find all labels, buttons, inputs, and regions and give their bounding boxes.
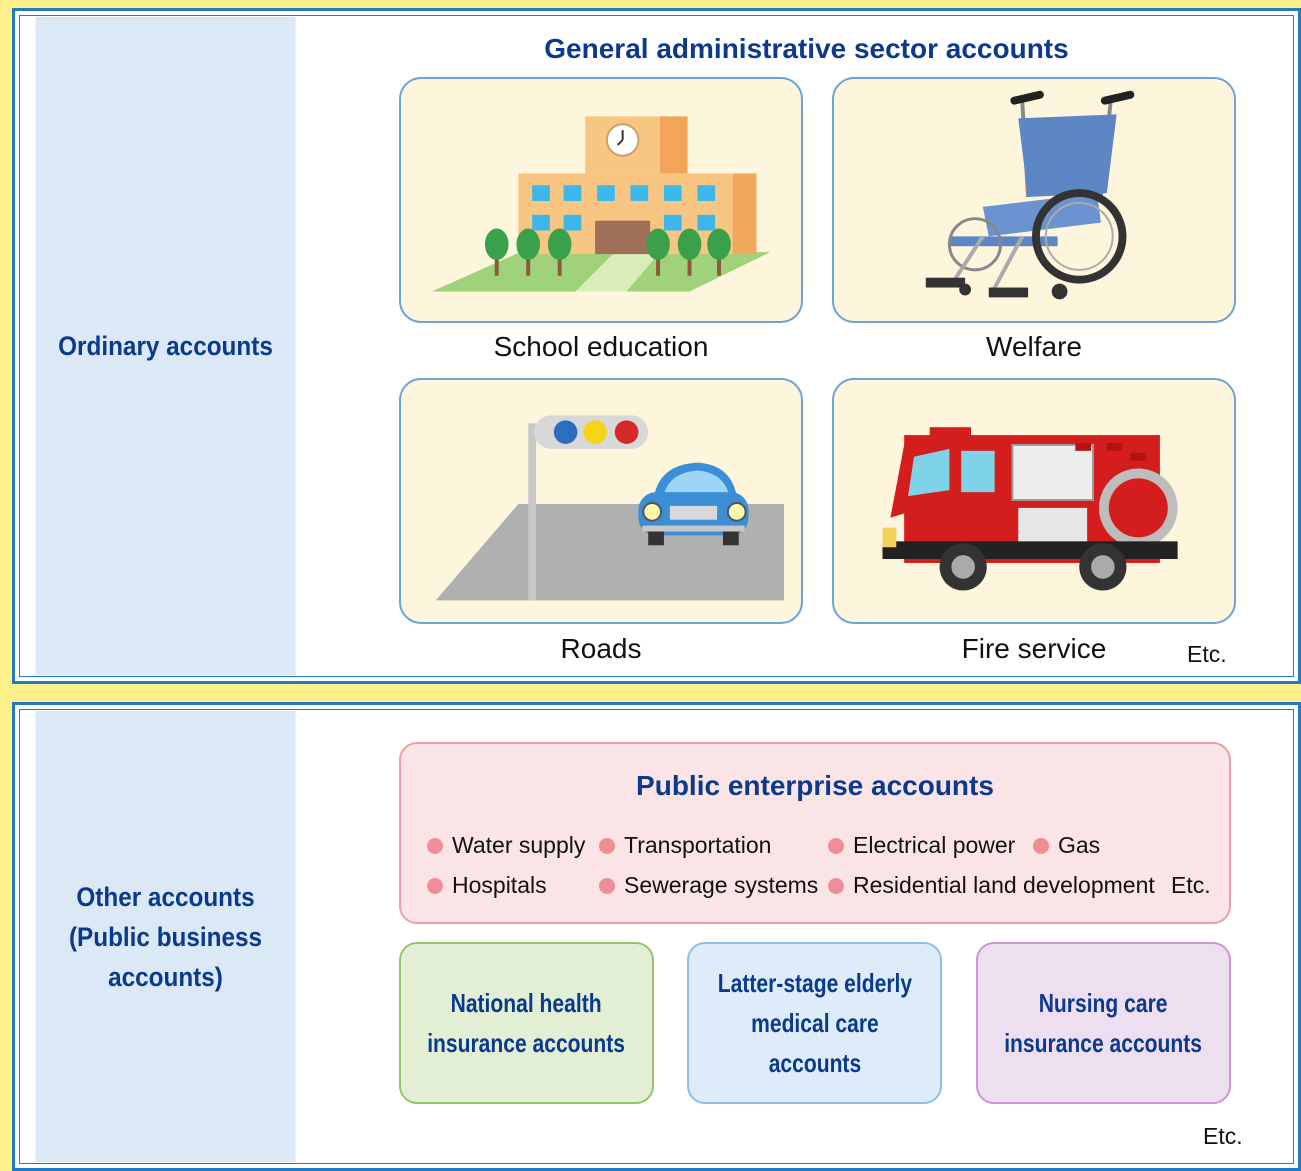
bullet-icon [599, 877, 615, 894]
traffic-light-and-car-icon [435, 415, 784, 601]
nursing-care-insurance-box: Nursing care insurance accounts [976, 942, 1231, 1104]
enterprise-item: Gas [1033, 832, 1100, 859]
elderly-medical-care-box: Latter-stage elderly medical care accoun… [687, 942, 942, 1104]
other-etc: Etc. [1203, 1123, 1243, 1149]
public-enterprise-title: Public enterprise accounts [636, 770, 994, 801]
fire-service-label: Fire service [961, 633, 1107, 664]
other-accounts-label: Other accounts (Public business accounts… [35, 711, 296, 1162]
welfare-tile [832, 77, 1236, 323]
national-health-insurance-box: National health insurance accounts [399, 942, 654, 1104]
national-health-line2: insurance accounts [427, 1028, 626, 1058]
ordinary-accounts-label: Ordinary accounts [35, 17, 296, 675]
bullet-icon [427, 877, 443, 894]
bullet-icon [427, 837, 443, 854]
roads-label: Roads [560, 633, 642, 664]
bullet-icon [1033, 837, 1049, 854]
bullet-icon [599, 837, 615, 854]
public-enterprise-box: Public enterprise accounts Water supply … [399, 742, 1231, 924]
elderly-care-line2: medical care [750, 1008, 879, 1038]
ordinary-etc: Etc. [1187, 641, 1227, 667]
other-accounts-label-line3: accounts) [108, 961, 223, 992]
school-education-tile [399, 77, 803, 323]
bullet-icon [828, 837, 844, 854]
national-health-line1: National health [451, 988, 602, 1018]
roads-tile [399, 378, 803, 624]
other-accounts-panel: Other accounts (Public business accounts… [12, 702, 1301, 1171]
other-accounts-label-line2: (Public business [68, 921, 263, 952]
enterprise-etc: Etc. [1171, 872, 1211, 898]
school-building-icon [431, 116, 771, 292]
fire-engine-icon [882, 427, 1178, 591]
enterprise-item: Sewerage systems [599, 872, 818, 899]
enterprise-item: Water supply [427, 832, 585, 859]
ordinary-accounts-panel: Ordinary accounts General administrative… [12, 8, 1301, 684]
elderly-care-line3: accounts [768, 1048, 861, 1078]
general-administrative-title: General administrative sector accounts [544, 33, 1069, 64]
other-accounts-label-line1: Other accounts [76, 881, 255, 912]
enterprise-item: Residential land development [828, 872, 1155, 899]
wheelchair-icon [925, 90, 1135, 300]
school-education-label: School education [493, 331, 709, 362]
nursing-care-line1: Nursing care [1039, 988, 1168, 1018]
bullet-icon [828, 877, 844, 894]
enterprise-item: Transportation [599, 832, 771, 859]
nursing-care-line2: insurance accounts [1004, 1028, 1203, 1058]
welfare-label: Welfare [986, 331, 1082, 362]
enterprise-item: Hospitals [427, 872, 547, 899]
fire-service-tile [832, 378, 1236, 624]
enterprise-item: Electrical power [828, 832, 1015, 859]
elderly-care-line1: Latter-stage elderly [717, 968, 912, 998]
